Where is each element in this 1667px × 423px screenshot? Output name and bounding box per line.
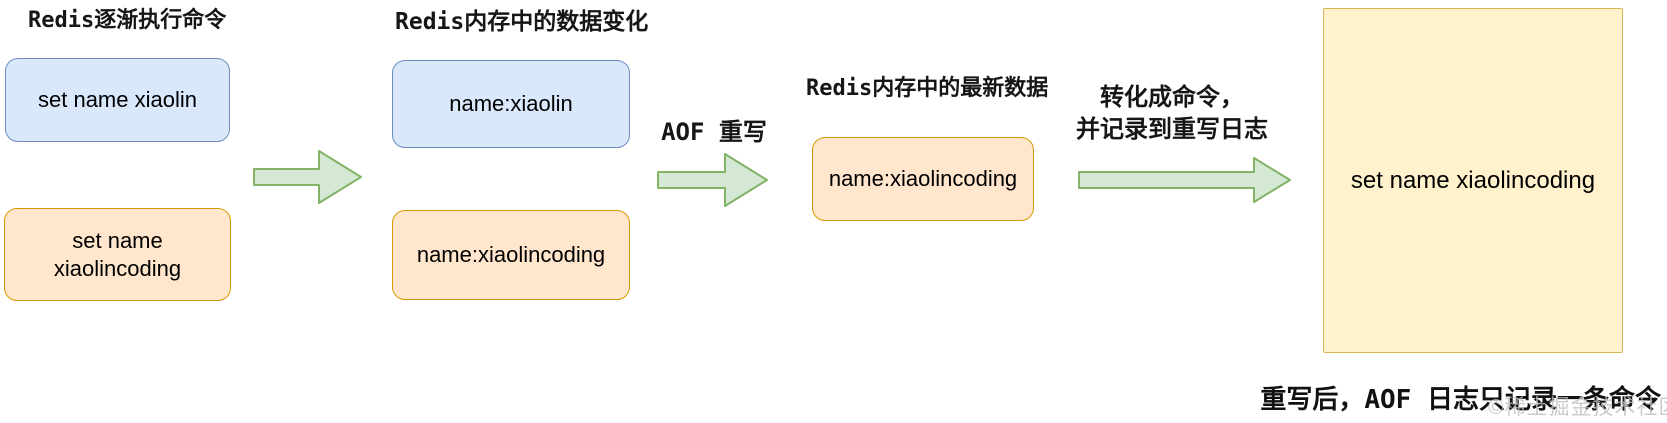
caption-text: 重写后，AOF 日志只记录一条命令 bbox=[1260, 385, 1661, 415]
convert-to-command-label: 转化成命令， 并记录到重写日志 bbox=[1064, 82, 1280, 146]
stage3-data-box: name:xiaolincoding bbox=[812, 137, 1034, 221]
watermark-text: ©稀土掘金技术社区 bbox=[1488, 396, 1667, 419]
stage2-data-box-2: name:xiaolincoding bbox=[392, 210, 630, 300]
arrow-right-shape-1 bbox=[253, 150, 362, 204]
stage1-heading: Redis逐渐执行命令 bbox=[28, 8, 227, 33]
convert-to-command-label-line2: 并记录到重写日志 bbox=[1076, 116, 1268, 143]
stage2-heading: Redis内存中的数据变化 bbox=[395, 9, 649, 35]
stage1-command-box-2-label: set name xiaolincoding bbox=[53, 228, 182, 281]
aof-log-result-box-label: set name xiaolincoding bbox=[1350, 166, 1596, 194]
arrow-right-icon-3 bbox=[1078, 157, 1291, 203]
stage1-command-box-1: set name xiaolin bbox=[5, 58, 230, 142]
stage1-command-box-2: set name xiaolincoding bbox=[4, 208, 231, 301]
arrow-right-shape-3 bbox=[1078, 157, 1291, 203]
aof-log-result-box: set name xiaolincoding bbox=[1323, 8, 1623, 353]
arrow-right-shape-2 bbox=[657, 153, 768, 207]
stage2-data-box-1-label: name:xiaolin bbox=[449, 91, 573, 117]
stage2-data-box-2-label: name:xiaolincoding bbox=[416, 242, 606, 268]
stage2-data-box-1: name:xiaolin bbox=[392, 60, 630, 148]
convert-to-command-label-line1: 转化成命令， bbox=[1100, 84, 1244, 111]
stage1-command-box-1-label: set name xiaolin bbox=[38, 87, 197, 113]
aof-rewrite-label: AOF 重写 bbox=[661, 118, 767, 146]
stage3-heading: Redis内存中的最新数据 bbox=[806, 76, 1049, 101]
arrow-right-icon-1 bbox=[253, 150, 362, 204]
arrow-right-icon-2 bbox=[657, 153, 768, 207]
stage3-data-box-label: name:xiaolincoding bbox=[828, 166, 1018, 192]
